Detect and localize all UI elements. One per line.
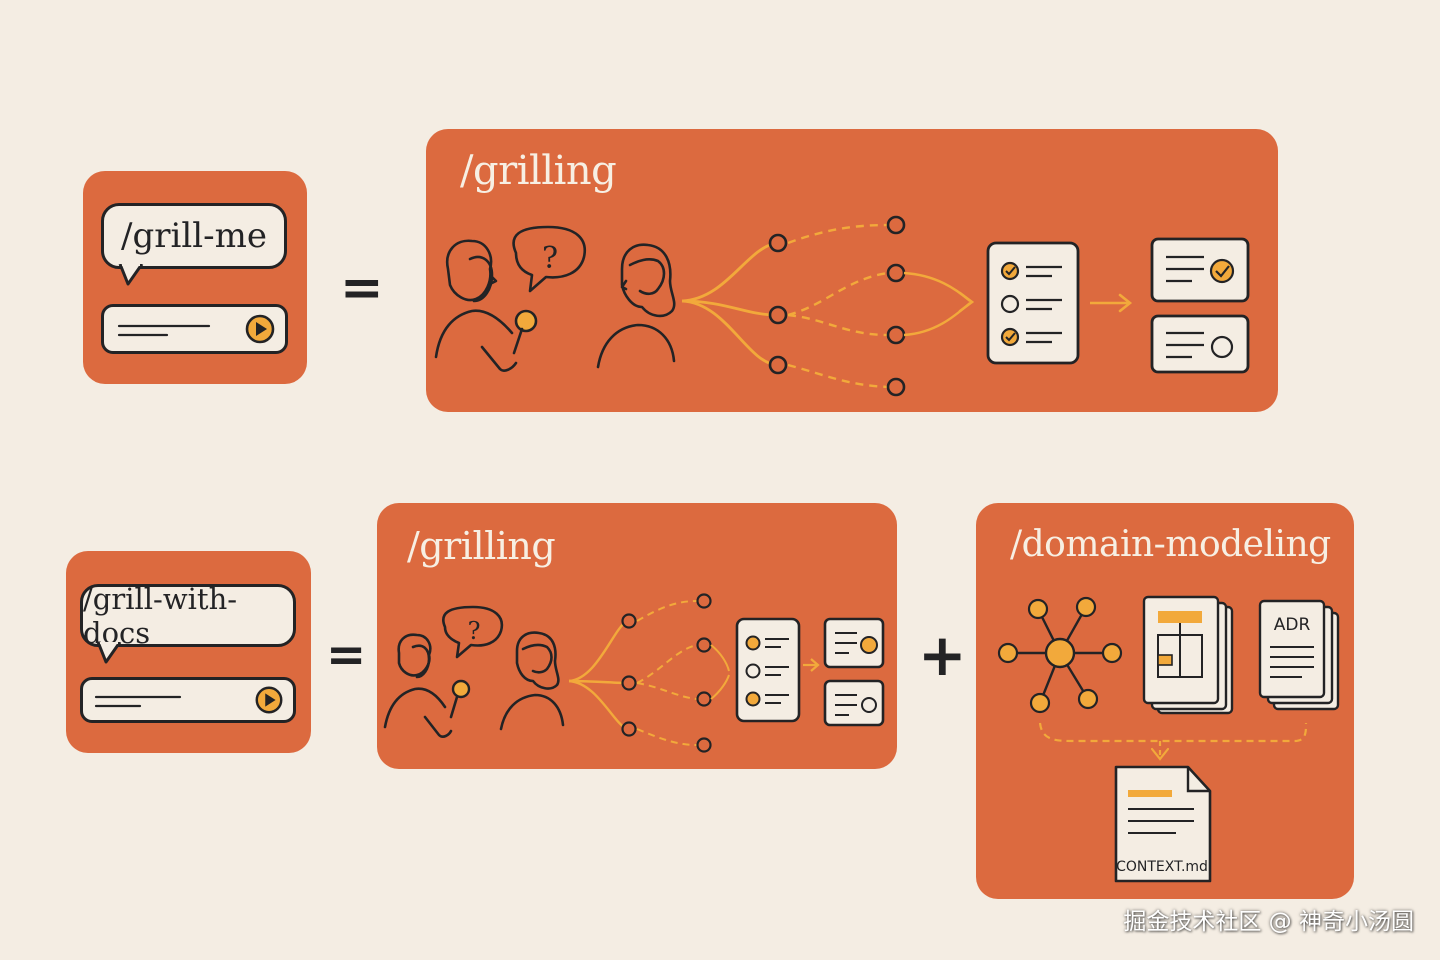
result-card-icon bbox=[1150, 237, 1250, 374]
entity-graph-icon bbox=[997, 596, 1123, 714]
grilling-illustration: ? bbox=[434, 215, 1250, 397]
question-mark: ? bbox=[468, 617, 481, 645]
plus-sign: + bbox=[918, 621, 967, 689]
adr-document-icon: ADR bbox=[1258, 599, 1340, 711]
grill-me-command-bubble[interactable]: /grill-me bbox=[101, 203, 287, 269]
context-file-icon: CONTEXT.md bbox=[1114, 765, 1212, 883]
input-text-lines bbox=[94, 695, 182, 708]
context-label: CONTEXT.md bbox=[1116, 859, 1208, 875]
grilling-panel bbox=[426, 129, 1278, 412]
play-icon[interactable] bbox=[253, 684, 285, 716]
checklist-card-icon bbox=[735, 617, 801, 723]
interviewee-icon bbox=[499, 631, 565, 731]
checklist-card-icon bbox=[986, 241, 1080, 365]
grill-me-input-bar[interactable] bbox=[101, 304, 288, 354]
grilling-illustration-small: ? bbox=[383, 593, 885, 753]
bubble-tail-icon bbox=[96, 642, 122, 664]
play-icon[interactable] bbox=[243, 312, 277, 346]
document-stack-icon bbox=[1142, 595, 1234, 715]
grill-with-docs-command-bubble[interactable]: /grill-with-docs bbox=[80, 581, 296, 650]
domain-modeling-title: /domain-modeling bbox=[1010, 524, 1331, 565]
result-card-icon bbox=[823, 617, 885, 727]
grill-me-command-label: /grill-me bbox=[121, 216, 267, 256]
watermark: 掘金技术社区 @ 神奇小汤圆 bbox=[1123, 909, 1414, 935]
grilling-title: /grilling bbox=[460, 148, 617, 194]
interviewee-icon bbox=[596, 243, 676, 369]
branching-tree-icon bbox=[681, 215, 975, 397]
question-bubble-icon: ? bbox=[442, 605, 504, 659]
domain-modeling-illustration: ADR CONTEXT.md bbox=[997, 595, 1340, 883]
bubble-tail-icon bbox=[118, 264, 144, 286]
equals-sign: = bbox=[326, 627, 367, 683]
input-text-lines bbox=[117, 324, 211, 337]
grilling-panel-small bbox=[377, 503, 897, 769]
grill-with-docs-command-label: /grill-with-docs bbox=[83, 581, 238, 650]
adr-label: ADR bbox=[1274, 615, 1311, 635]
branching-tree-icon bbox=[568, 593, 730, 753]
interviewer-with-microphone-icon bbox=[383, 633, 471, 738]
grilling-title-small: /grilling bbox=[407, 524, 556, 568]
question-bubble-icon: ? bbox=[512, 225, 587, 293]
equals-sign: = bbox=[340, 258, 384, 318]
interviewer-with-microphone-icon bbox=[434, 239, 538, 372]
question-mark: ? bbox=[542, 241, 558, 276]
grill-with-docs-input-bar[interactable] bbox=[80, 677, 296, 723]
